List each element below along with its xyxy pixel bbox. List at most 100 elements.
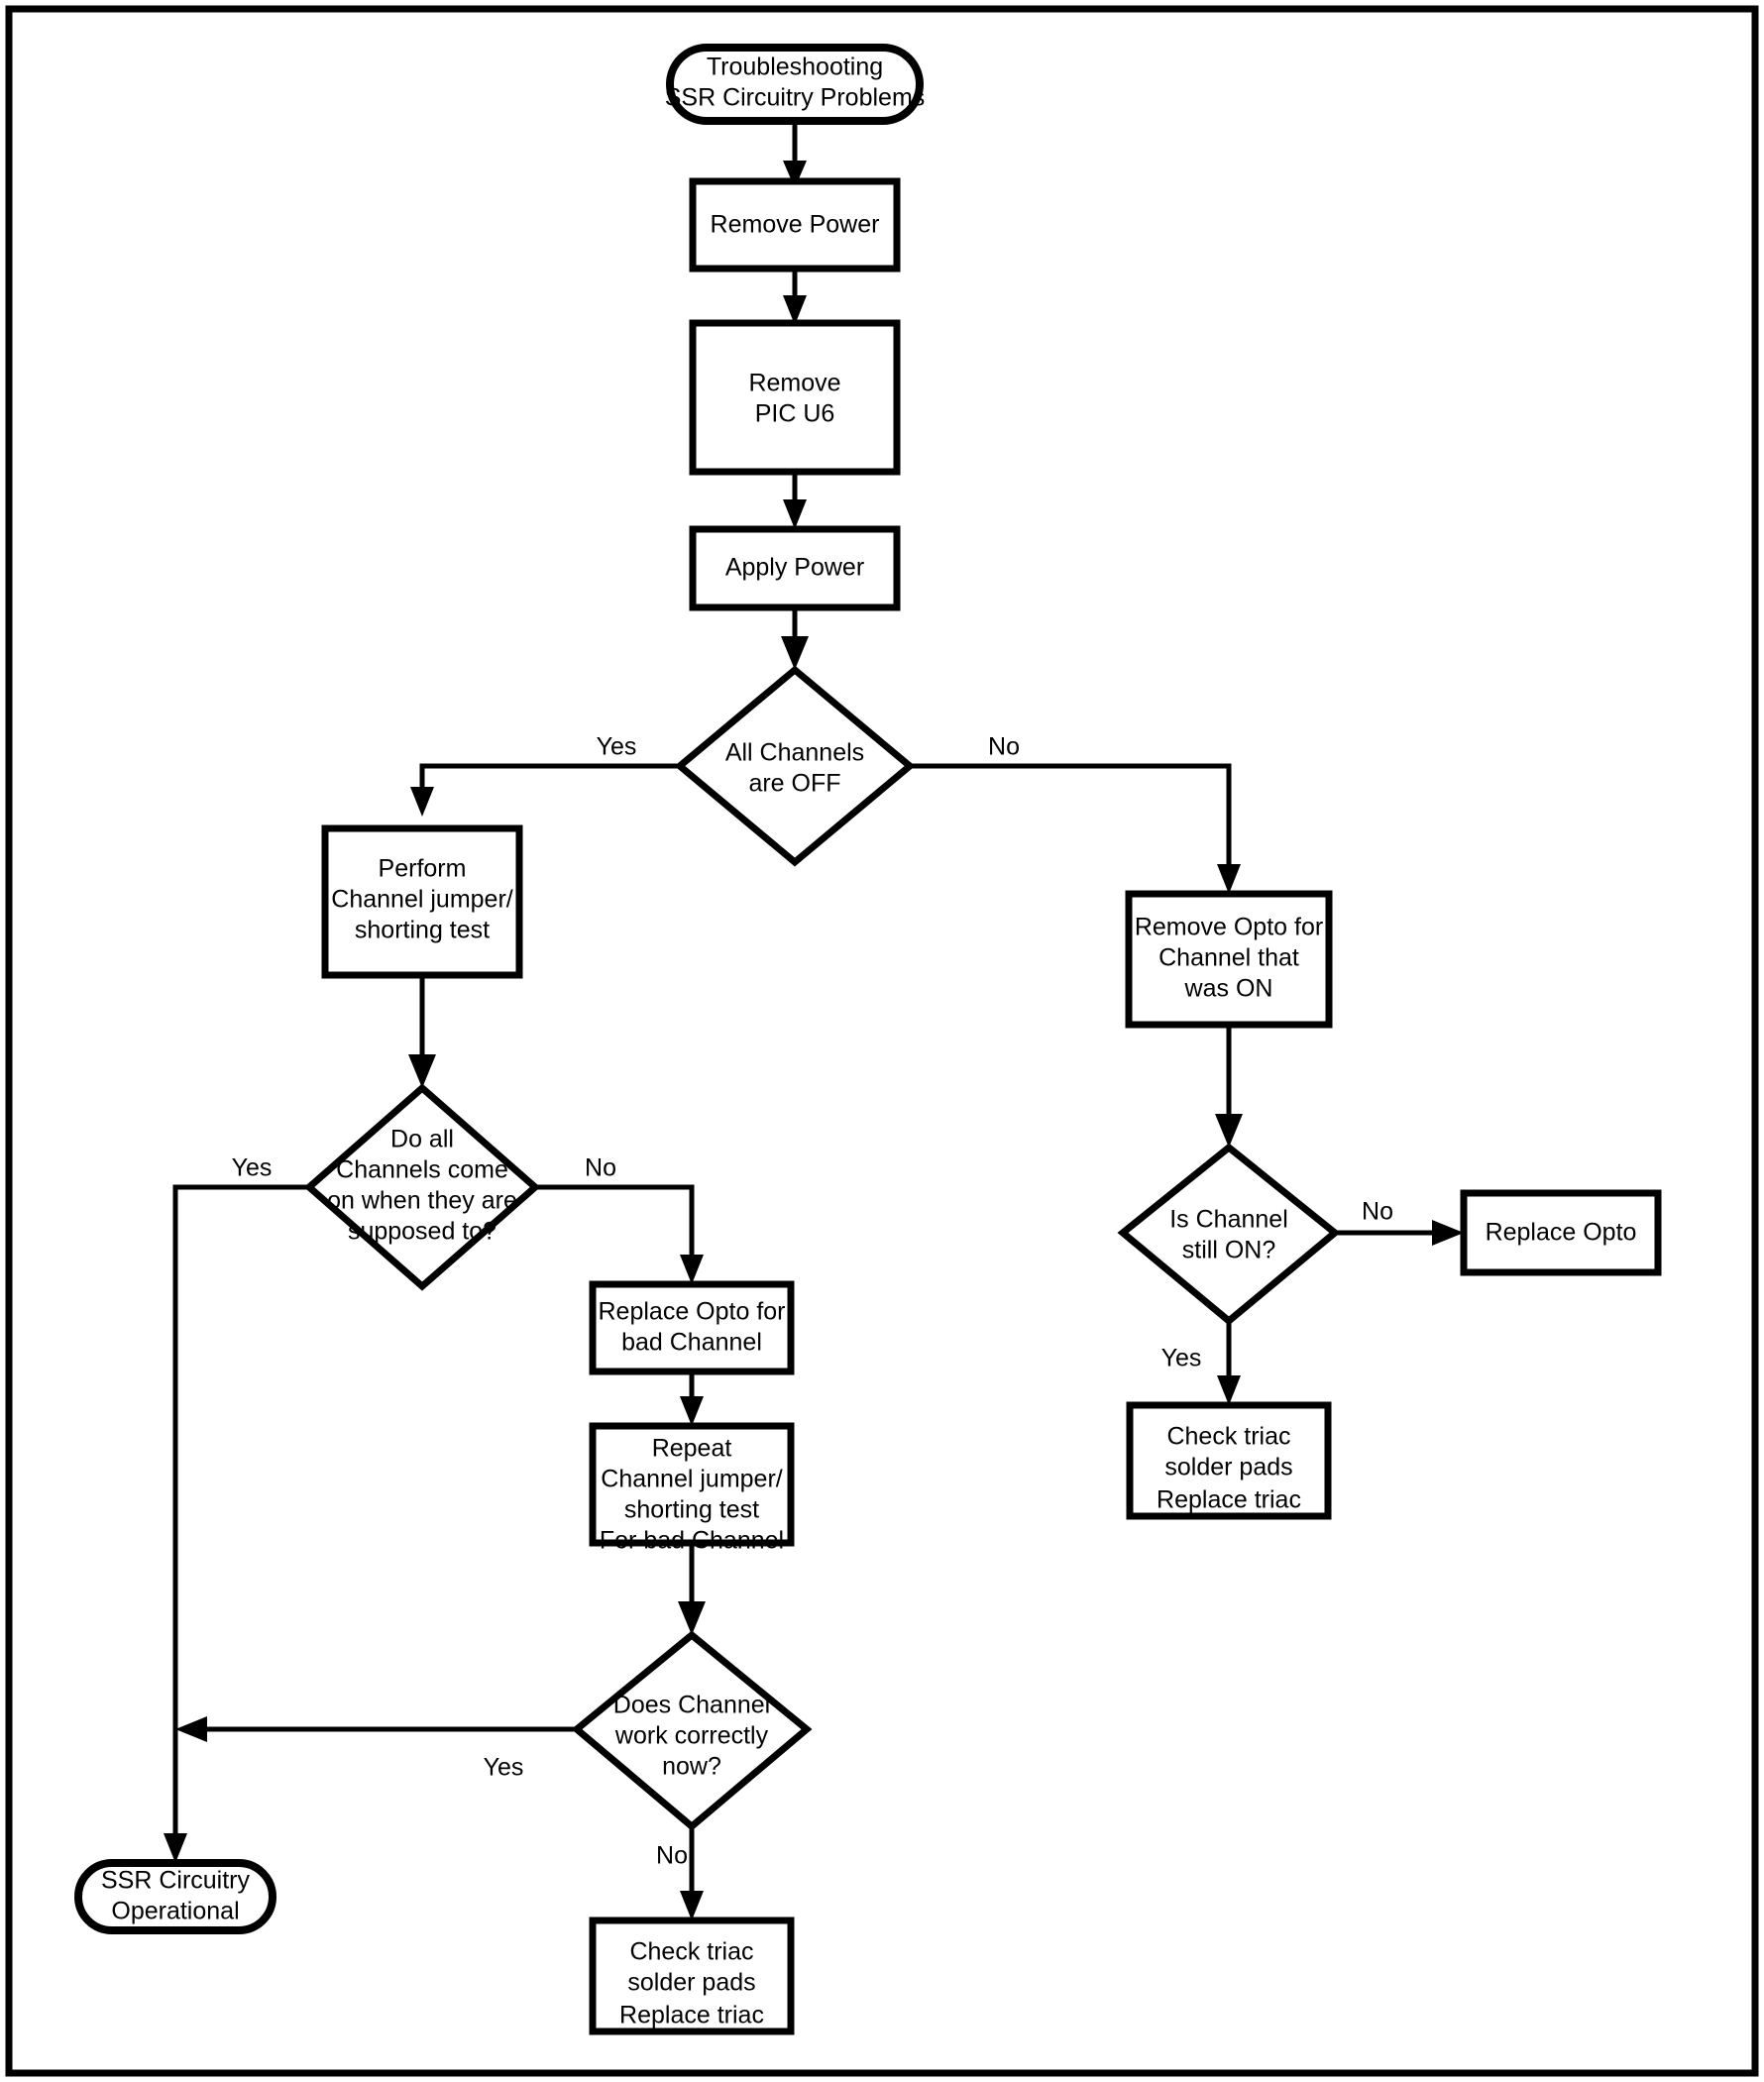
arrowhead-check-triac-right <box>1217 1375 1241 1405</box>
triac-right-line-3: Replace triac <box>1157 1486 1301 1514</box>
edge-label-all-off-no: No <box>988 733 1020 761</box>
arrowhead-remove-pic <box>783 295 807 325</box>
arrowhead-replace-opto-bad <box>680 1255 704 1284</box>
triac-right-line-2: solder pads <box>1164 1454 1292 1481</box>
replace-opto-bad-line-2: bad Channel <box>621 1329 762 1357</box>
apply-power-shape[interactable] <box>689 525 901 611</box>
start-label-line-2: SSR Circuitry Problems <box>665 84 926 112</box>
channel-works-diamond[interactable] <box>571 1630 813 1831</box>
triac-left-line-3: Replace triac <box>619 2002 764 2029</box>
arrowhead-check-triac-left <box>680 1891 704 1920</box>
check-triac-left-shape[interactable] <box>589 1917 795 2035</box>
edge-all-off-yes <box>419 763 680 799</box>
replace-opto-bad-shape[interactable] <box>589 1280 795 1375</box>
work-now-line-2: work correctly <box>614 1722 769 1750</box>
still-on-line-1: Is Channel <box>1169 1206 1288 1234</box>
arrowhead-still-on <box>1215 1114 1243 1148</box>
replace-opto-label: Replace Opto <box>1486 1219 1637 1247</box>
apply-power-label: Apply Power <box>725 554 864 582</box>
arrowhead-work-now <box>678 1601 706 1635</box>
node-replace-opto-bad-channel[interactable]: Replace Opto for bad Channel <box>589 1280 795 1375</box>
arrowhead-remove-power <box>783 161 807 188</box>
arrowhead-replace-opto <box>1432 1220 1464 1246</box>
remove-power-shape[interactable] <box>689 177 901 273</box>
remove-opto-line-1: Remove Opto for <box>1135 914 1323 941</box>
repeat-test-line-3: shorting test <box>624 1496 759 1524</box>
node-decision-channel-works[interactable]: Does Channel work correctly now? <box>571 1630 813 1831</box>
remove-opto-shape[interactable] <box>1125 890 1333 1029</box>
arrowhead-all-off <box>781 636 809 670</box>
ssr-ok-line-1: SSR Circuitry <box>101 1867 251 1895</box>
come-on-label-line-3: on when they are <box>327 1187 517 1215</box>
perform-test-label-line-1: Perform <box>379 855 467 883</box>
channels-come-on-diamond[interactable] <box>303 1083 541 1291</box>
edge-come-on-yes <box>172 1184 309 1845</box>
remove-pic-label-line-2: PIC U6 <box>755 400 835 428</box>
perform-test-label-line-2: Channel jumper/ <box>331 886 512 914</box>
all-off-label-line-1: All Channels <box>725 739 864 767</box>
arrowhead-ssr-ok <box>164 1833 187 1863</box>
arrowhead-come-on <box>408 1054 436 1088</box>
edge-label-still-on-yes: Yes <box>1161 1345 1202 1372</box>
node-check-triac-right[interactable]: Check triac solder pads Replace triac <box>1126 1401 1332 1520</box>
arrowhead-repeat-test <box>680 1396 704 1426</box>
edge-come-on-no <box>535 1184 695 1266</box>
node-remove-power[interactable]: Remove Power <box>689 177 901 273</box>
remove-opto-line-2: Channel that <box>1158 944 1299 972</box>
edge-label-all-off-yes: Yes <box>597 733 637 761</box>
check-triac-right-shape[interactable] <box>1126 1401 1332 1520</box>
edge-label-come-on-yes: Yes <box>232 1154 273 1182</box>
triac-left-line-1: Check triac <box>629 1938 753 1966</box>
node-replace-opto[interactable]: Replace Opto <box>1460 1189 1662 1276</box>
replace-opto-bad-line-1: Replace Opto for <box>599 1298 786 1326</box>
ssr-operational-shape[interactable] <box>74 1859 276 1934</box>
come-on-label-line-1: Do all <box>390 1126 454 1153</box>
remove-pic-label-line-1: Remove <box>748 370 840 397</box>
come-on-label-line-4: supposed to? <box>348 1218 496 1246</box>
all-off-label-line-2: are OFF <box>748 770 840 798</box>
node-check-triac-left[interactable]: Check triac solder pads Replace triac <box>589 1917 795 2035</box>
work-now-line-3: now? <box>662 1753 721 1781</box>
arrowhead-work-now-yes <box>175 1716 207 1742</box>
node-decision-all-channels-off[interactable]: All Channels are OFF <box>674 665 916 867</box>
replace-opto-shape[interactable] <box>1460 1189 1662 1276</box>
connectors <box>164 121 1464 1920</box>
perform-test-shape[interactable] <box>321 824 523 979</box>
edge-all-off-no <box>910 763 1232 876</box>
node-start[interactable]: Troubleshooting SSR Circuitry Problems <box>665 44 926 125</box>
work-now-line-1: Does Channel <box>613 1692 770 1719</box>
node-ssr-operational[interactable]: SSR Circuitry Operational <box>74 1859 276 1934</box>
node-perform-test[interactable]: Perform Channel jumper/ shorting test <box>321 824 523 979</box>
still-on-line-2: still ON? <box>1182 1237 1275 1264</box>
channel-still-on-diamond[interactable] <box>1117 1143 1341 1326</box>
repeat-test-line-1: Repeat <box>652 1435 732 1463</box>
all-channels-off-diamond[interactable] <box>674 665 916 867</box>
edge-label-work-now-yes: Yes <box>484 1754 524 1782</box>
edge-label-still-on-no: No <box>1362 1198 1393 1226</box>
node-repeat-test[interactable]: Repeat Channel jumper/ shorting test For… <box>589 1422 795 1555</box>
come-on-label-line-2: Channels come <box>336 1156 508 1184</box>
arrowhead-apply-power <box>783 499 807 529</box>
triac-left-line-2: solder pads <box>627 1969 755 1997</box>
arrowhead-perform-test <box>410 787 434 817</box>
node-remove-opto[interactable]: Remove Opto for Channel that was ON <box>1125 890 1333 1029</box>
page-border <box>5 5 1759 2077</box>
node-apply-power[interactable]: Apply Power <box>689 525 901 611</box>
edge-label-come-on-no: No <box>585 1154 616 1182</box>
arrowhead-remove-opto <box>1217 864 1241 894</box>
node-decision-channels-come-on[interactable]: Do all Channels come on when they are su… <box>303 1083 541 1291</box>
perform-test-label-line-3: shorting test <box>355 917 490 944</box>
edge-label-work-now-no: No <box>656 1842 688 1870</box>
start-terminator-shape[interactable] <box>666 44 924 125</box>
remove-opto-line-3: was ON <box>1184 975 1273 1003</box>
remove-power-label: Remove Power <box>711 211 880 239</box>
repeat-test-shape[interactable] <box>589 1422 795 1547</box>
node-decision-channel-still-on[interactable]: Is Channel still ON? <box>1117 1143 1341 1326</box>
node-remove-pic[interactable]: Remove PIC U6 <box>689 319 901 476</box>
start-label-line-1: Troubleshooting <box>707 54 883 81</box>
edge-labels: Yes No Yes No Yes No No Yes <box>232 733 1393 1870</box>
ssr-ok-line-2: Operational <box>111 1898 239 1925</box>
remove-pic-shape[interactable] <box>689 319 901 476</box>
